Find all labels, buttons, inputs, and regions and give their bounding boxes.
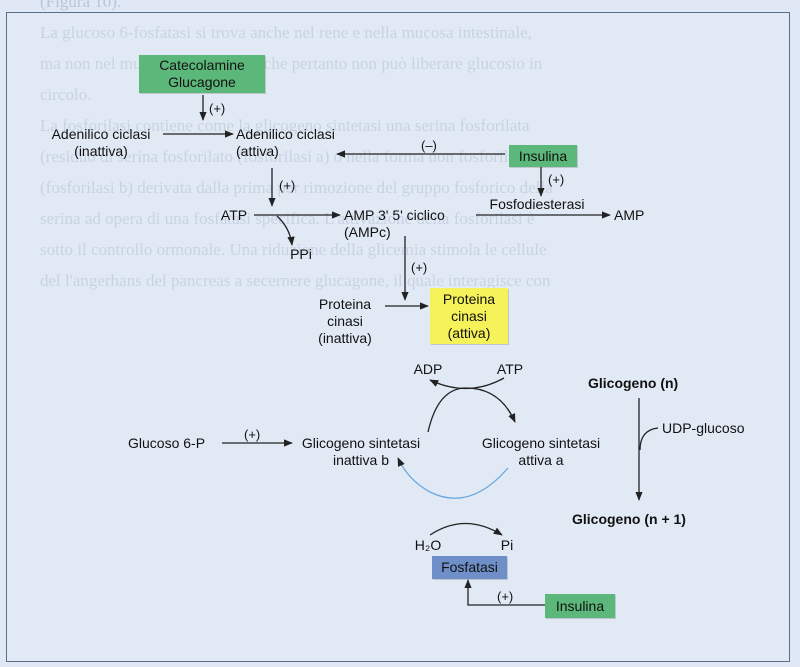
pi-label: Pi bbox=[500, 537, 514, 553]
catecolamine-glucagone-box: Catecolamine Glucagone bbox=[139, 55, 265, 93]
ppi-label: PPi bbox=[290, 246, 312, 262]
glicogeno-n1-label: Glicogeno (n + 1) bbox=[572, 511, 686, 527]
udp-glucoso-label: UDP-glucoso bbox=[662, 420, 745, 436]
arrow-udp-glucoso bbox=[639, 427, 659, 451]
arrow-insulina-to-fosfatasi bbox=[464, 579, 545, 606]
glicogeno-sintetasi-a: Glicogeno sintetasi attiva a bbox=[481, 435, 601, 468]
amp-label: AMP bbox=[614, 207, 645, 223]
atp-label: ATP bbox=[220, 207, 248, 223]
background-line: serina ad opera di una fosfatasi specifi… bbox=[40, 209, 535, 228]
plus-sign-insulina-top: (+) bbox=[548, 172, 565, 187]
proteina-cinasi-inattiva: Proteina cinasi (inattiva) bbox=[318, 296, 372, 346]
proteina-cinasi-attiva-box: Proteina cinasi (attiva) bbox=[430, 288, 508, 344]
arrow-adp-atp bbox=[429, 377, 505, 390]
plus-sign-ciclasi: (+) bbox=[279, 178, 296, 193]
plus-sign-ampc: (+) bbox=[411, 260, 428, 275]
background-line: (fosforilasi b) derivata dalla prima per… bbox=[40, 178, 553, 197]
fosfodiesterasi-label: Fosfodiesterasi bbox=[489, 196, 585, 212]
background-line: La fosforilasi contiene come la glicogen… bbox=[40, 116, 530, 135]
minus-sign-insulina: (–) bbox=[421, 138, 437, 153]
background-line: del l'angerhans del pancreas a secernere… bbox=[40, 271, 551, 290]
background-line: La glucoso 6-fosfatasi si trova anche ne… bbox=[40, 23, 532, 42]
glucoso-6p-label: Glucoso 6-P bbox=[128, 435, 206, 451]
adenilico-ciclasi-inattiva: Adenilico ciclasi (inattiva) bbox=[51, 126, 151, 159]
atp-label-2: ATP bbox=[496, 361, 524, 377]
amp-ciclico-label: AMP 3' 5' ciclico (AMPc) bbox=[344, 207, 445, 240]
arrow-b-to-a bbox=[427, 387, 516, 433]
insulina-box-top: Insulina bbox=[509, 145, 577, 167]
plus-sign-catecolamine: (+) bbox=[209, 101, 226, 116]
glicogeno-sintetasi-b: Glicogeno sintetasi inattiva b bbox=[301, 435, 421, 468]
insulina-box-bottom: Insulina bbox=[545, 594, 615, 618]
background-line: (Figura 10). bbox=[40, 0, 122, 11]
background-line: (residuo di serina fosforilato (fosforil… bbox=[40, 147, 529, 166]
adenilico-ciclasi-attiva: Adenilico ciclasi (attiva) bbox=[236, 126, 335, 159]
diagram-frame bbox=[6, 12, 790, 662]
arrow-ppi bbox=[276, 215, 295, 246]
plus-sign-glucoso: (+) bbox=[244, 427, 261, 442]
fosfatasi-box: Fosfatasi bbox=[432, 556, 507, 579]
glicogeno-n-label: Glicogeno (n) bbox=[588, 375, 679, 391]
adp-label: ADP bbox=[413, 361, 443, 377]
h2o-label: H₂O bbox=[414, 537, 442, 553]
background-line: circolo. bbox=[40, 85, 92, 104]
arrow-a-to-b bbox=[397, 457, 509, 499]
background-text: (Figura 10). La glucoso 6-fosfatasi si t… bbox=[0, 0, 800, 300]
background-line: sotto il controllo ormonale. Una riduzio… bbox=[40, 240, 547, 259]
arrow-h2o-pi bbox=[429, 522, 503, 536]
plus-sign-insulina-bottom: (+) bbox=[497, 589, 514, 604]
